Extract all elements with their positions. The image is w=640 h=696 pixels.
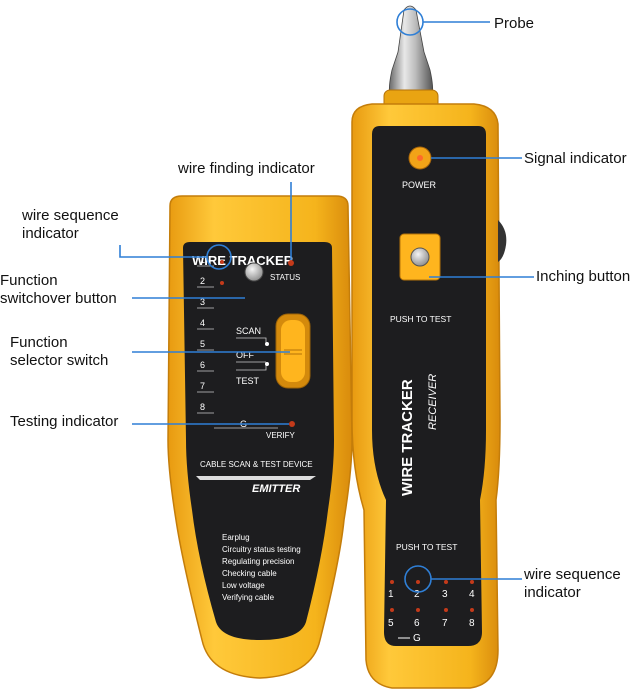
power-label: POWER (402, 180, 437, 190)
emitter-number: 1 (200, 255, 205, 265)
sequence-led (220, 260, 224, 264)
callout-line: wire sequence (22, 207, 119, 224)
receiver-number: 5 (388, 618, 394, 629)
push-to-test-bottom-label: PUSH TO TEST (396, 542, 457, 552)
led (416, 580, 420, 584)
callout-line: indicator (22, 225, 79, 242)
left-sequence-line (119, 245, 207, 258)
receiver-led-row2 (390, 608, 474, 612)
receiver-number: 8 (469, 618, 475, 629)
status-label: STATUS (270, 273, 300, 282)
callout-line: wire sequence (524, 566, 621, 583)
selector-dot (265, 342, 269, 346)
receiver-number: 3 (442, 589, 448, 600)
led (470, 580, 474, 584)
scale-lines (197, 265, 214, 414)
receiver-number: 4 (469, 589, 475, 600)
emitter-number: 7 (200, 381, 205, 391)
led (444, 580, 448, 584)
led (444, 608, 448, 612)
callout-signal-indicator: Signal indicator (524, 150, 627, 167)
emitter-number: 3 (200, 297, 205, 307)
emitter-number: 6 (200, 360, 205, 370)
emitter-number: 8 (200, 402, 205, 412)
callout-inching-button: Inching button (536, 268, 631, 285)
receiver-number: 7 (442, 618, 448, 629)
receiver-ground-label: G (413, 633, 421, 644)
callout-line: Function (10, 334, 68, 351)
callout-wire-finding: wire finding indicator (178, 160, 315, 177)
feature-item: Earplug (222, 533, 250, 542)
emitter-number: 5 (200, 339, 205, 349)
led (390, 580, 394, 584)
feature-item: Regulating precision (222, 557, 295, 566)
emitter-device: WIRE TRACKER STATUS 1 2 3 4 5 6 7 8 SCAN… (167, 195, 353, 679)
emitter-divider (196, 476, 316, 480)
selector-dot (265, 362, 269, 366)
emitter-number-scale: 1 2 3 4 5 6 7 8 (197, 255, 224, 414)
callout-wire-sequence-right: wire sequence indicator (524, 566, 621, 602)
testing-indicator-led (289, 421, 295, 427)
sequence-led (220, 281, 224, 285)
function-selector-switch[interactable] (275, 313, 311, 389)
callout-testing-indicator: Testing indicator (10, 413, 119, 430)
led (390, 608, 394, 612)
callout-line: Function (0, 272, 58, 289)
signal-indicator-core (417, 155, 423, 161)
callout-probe: Probe (494, 15, 535, 32)
feature-item: Verifying cable (222, 593, 275, 602)
emitter-label: EMITTER (252, 483, 300, 495)
selector-ticks (236, 337, 267, 371)
callout-wire-sequence-left: wire sequence indicator (22, 207, 119, 243)
led (470, 608, 474, 612)
callout-function-selector: Function selector switch (10, 334, 108, 370)
receiver-vertical: RECEIVER (427, 374, 439, 430)
probe-tip (388, 5, 434, 97)
callout-line: selector switch (10, 352, 109, 369)
emitter-number: 2 (200, 276, 205, 286)
function-switchover-button[interactable] (244, 262, 264, 282)
receiver-led-row1 (390, 580, 474, 584)
callout-function-switchover: Function switchover button (0, 272, 117, 308)
receiver-number: 6 (414, 618, 420, 629)
verify-label: VERIFY (266, 431, 296, 440)
receiver-number: 2 (414, 589, 420, 600)
receiver-side-wheel (498, 220, 507, 262)
feature-list: Earplug Circuitry status testing Regulat… (222, 533, 301, 602)
inching-button[interactable] (410, 247, 430, 267)
emitter-number: 4 (200, 318, 205, 328)
scan-label: SCAN (236, 326, 261, 336)
off-label: OFF (236, 350, 254, 360)
feature-item: Checking cable (222, 569, 277, 578)
callout-line: switchover button (0, 290, 117, 307)
push-to-test-top-label: PUSH TO TEST (390, 314, 451, 324)
callout-lines (119, 8, 534, 593)
device-label: CABLE SCAN & TEST DEVICE (200, 460, 313, 469)
feature-item: Low voltage (222, 581, 265, 590)
emitter-title: WIRE TRACKER (192, 253, 294, 268)
receiver-device: POWER PUSH TO TEST WIRE TRACKER RECEIVER… (351, 5, 507, 689)
test-label: TEST (236, 376, 260, 386)
led (416, 608, 420, 612)
brand-vertical: WIRE TRACKER (399, 379, 416, 496)
wire-finding-led (288, 260, 294, 266)
callout-line: indicator (524, 584, 581, 601)
feature-item: Circuitry status testing (222, 545, 301, 554)
receiver-number: 1 (388, 589, 394, 600)
